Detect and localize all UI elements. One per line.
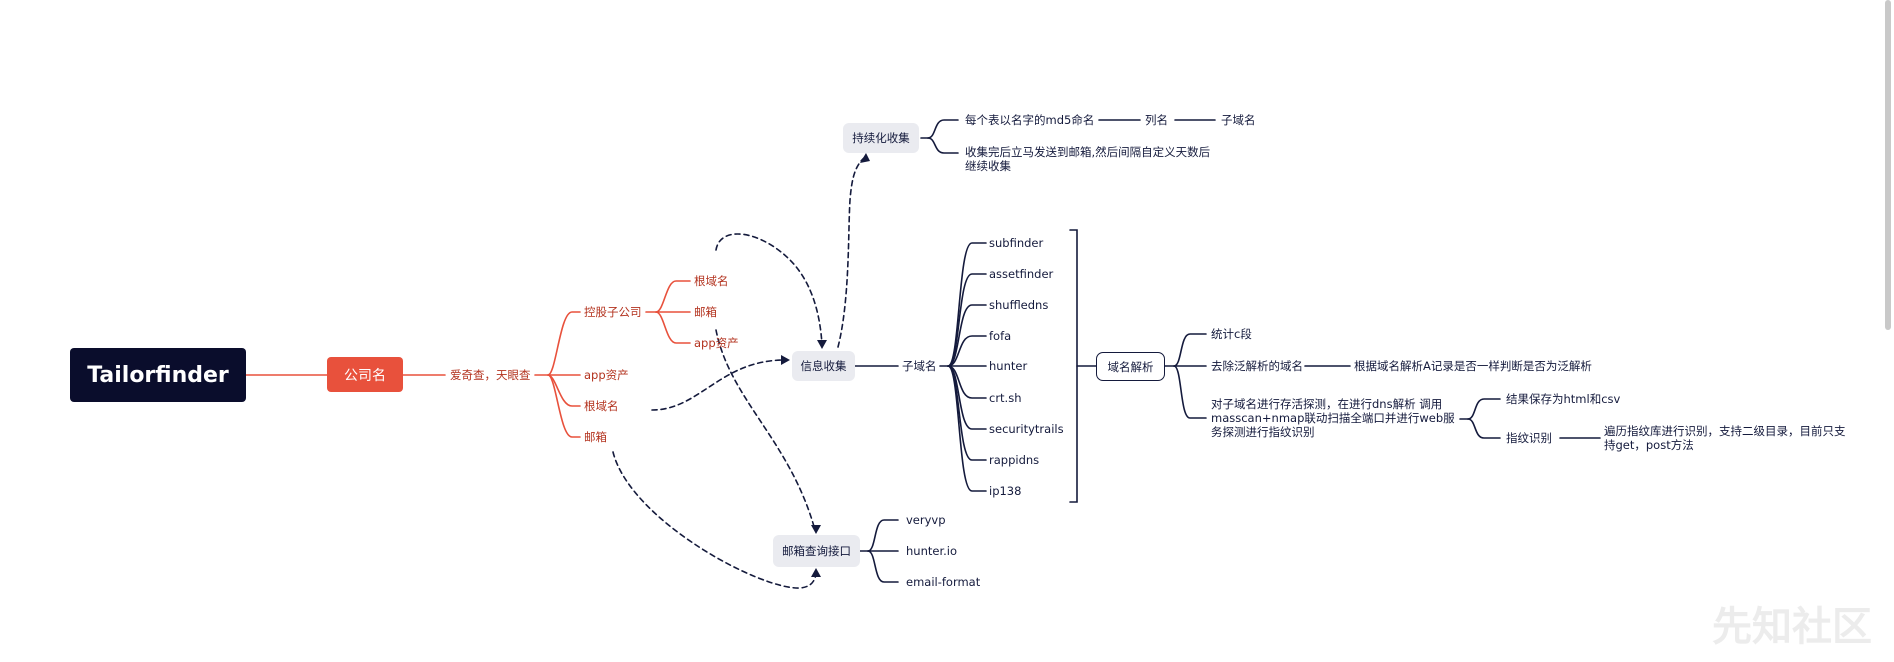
- email-service-veryvp[interactable]: veryvp: [906, 513, 946, 527]
- tool-rappidns[interactable]: rappidns: [989, 453, 1040, 467]
- fingerprint-node[interactable]: 指纹识别: [1506, 431, 1552, 445]
- stat-c-segment[interactable]: 统计c段: [1211, 327, 1252, 341]
- persist-subdomain[interactable]: 子域名: [1221, 113, 1256, 127]
- probe-node[interactable]: 对子域名进行存活探测，在进行dns解析 调用masscan+nmap联动扫描全端…: [1211, 397, 1455, 439]
- tool-ip138[interactable]: ip138: [989, 484, 1022, 498]
- subdomain-node[interactable]: 子域名: [902, 359, 937, 373]
- source-node[interactable]: 爱奇查，天眼查: [450, 368, 531, 382]
- email-query-node[interactable]: 邮箱查询接口: [773, 535, 860, 567]
- dns-resolve-node[interactable]: 域名解析: [1096, 352, 1165, 381]
- persist-item-email[interactable]: 收集完后立马发送到邮箱,然后间隔自定义天数后继续收集: [965, 145, 1211, 173]
- sub-app-assets[interactable]: app资产: [694, 336, 739, 350]
- tool-crtsh[interactable]: crt.sh: [989, 391, 1022, 405]
- sub-email[interactable]: 邮箱: [694, 305, 717, 319]
- red-connectors: [245, 280, 691, 438]
- tool-fofa[interactable]: fofa: [989, 329, 1012, 343]
- arrow-heads: [781, 153, 870, 577]
- sub-root-domain[interactable]: 根域名: [694, 274, 729, 288]
- email-service-email-format[interactable]: email-format: [906, 575, 981, 589]
- persist-node[interactable]: 持续化收集: [843, 123, 919, 153]
- root-node[interactable]: Tailorfinder: [70, 348, 246, 402]
- branch-app-assets[interactable]: app资产: [584, 368, 629, 382]
- scrollbar[interactable]: [1885, 0, 1891, 330]
- tool-assetfinder[interactable]: assetfinder: [989, 267, 1054, 281]
- wildcard-note[interactable]: 根据域名解析A记录是否一样判断是否为泛解析: [1354, 359, 1592, 373]
- tool-securitytrails[interactable]: securitytrails: [989, 422, 1064, 436]
- tool-shuffledns[interactable]: shuffledns: [989, 298, 1049, 312]
- watermark: 先知社区: [1712, 604, 1872, 650]
- branch-email[interactable]: 邮箱: [584, 430, 607, 444]
- remove-wildcard[interactable]: 去除泛解析的域名: [1211, 359, 1303, 373]
- tool-subfinder[interactable]: subfinder: [989, 236, 1044, 250]
- persist-item-md5[interactable]: 每个表以名字的md5命名: [965, 113, 1095, 127]
- info-collect-node[interactable]: 信息收集: [792, 351, 855, 381]
- dark-connectors: [854, 119, 1601, 583]
- save-result[interactable]: 结果保存为html和csv: [1506, 392, 1621, 406]
- dashed-arrows: [612, 156, 866, 589]
- company-node[interactable]: 公司名: [327, 357, 403, 392]
- tool-hunter[interactable]: hunter: [989, 359, 1028, 373]
- email-service-hunterio[interactable]: hunter.io: [906, 544, 958, 558]
- fingerprint-note[interactable]: 遍历指纹库进行识别，支持二级目录，目前只支持get，post方法: [1604, 424, 1846, 452]
- branch-root-domain[interactable]: 根域名: [584, 399, 619, 413]
- persist-column[interactable]: 列名: [1145, 113, 1168, 127]
- branch-sub-company[interactable]: 控股子公司: [584, 305, 642, 319]
